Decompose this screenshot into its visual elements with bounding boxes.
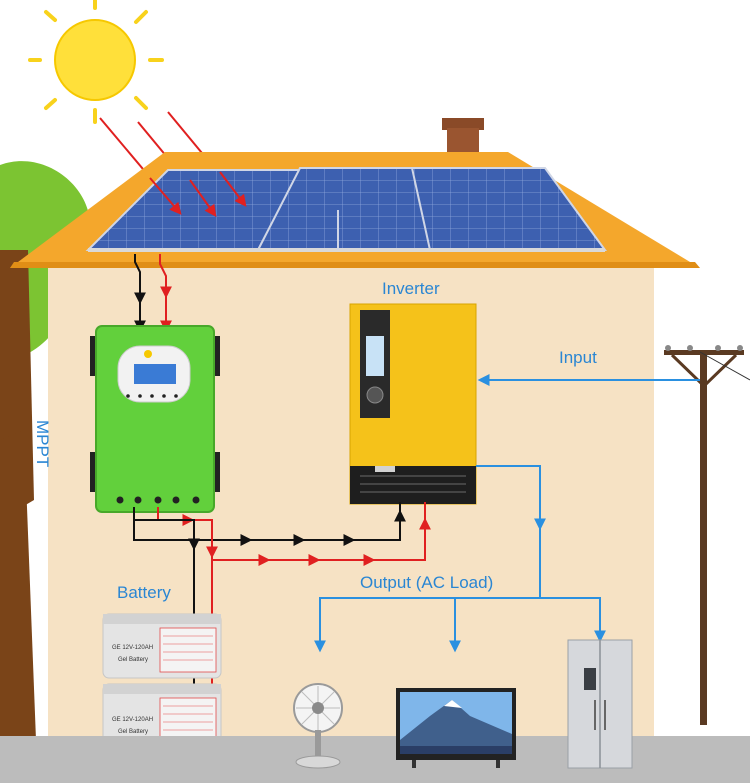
- inverter-dial-icon: [366, 386, 384, 404]
- battery-bottom-name: Gel Battery: [118, 729, 149, 735]
- fridge-icon: [567, 639, 633, 769]
- battery-bottom-model: GE 12V-120AH: [112, 717, 154, 723]
- ac-wiring: [314, 374, 700, 653]
- dc-wiring: [133, 502, 431, 686]
- fan-icon: [293, 683, 343, 769]
- sun-icon: [28, 0, 164, 124]
- battery-label: Battery: [117, 583, 171, 602]
- mppt-label: MPPT: [33, 420, 52, 468]
- controller-lcd: [134, 364, 176, 384]
- battery-top-model: GE 12V-120AH: [112, 645, 154, 651]
- utility-pole: [664, 345, 750, 725]
- output-label: Output (AC Load): [360, 573, 494, 592]
- panel-wires: [134, 254, 172, 333]
- solar-panels: [85, 167, 607, 252]
- inverter-label: Inverter: [382, 279, 440, 298]
- inverter-lcd: [366, 336, 384, 376]
- mppt-controller: [90, 325, 220, 513]
- inverter-unit: [349, 303, 477, 505]
- battery-top-name: Gel Battery: [118, 657, 149, 663]
- battery-top: [102, 613, 222, 679]
- input-label: Input: [559, 348, 597, 367]
- tv-icon: [396, 688, 516, 768]
- ground: [0, 736, 750, 783]
